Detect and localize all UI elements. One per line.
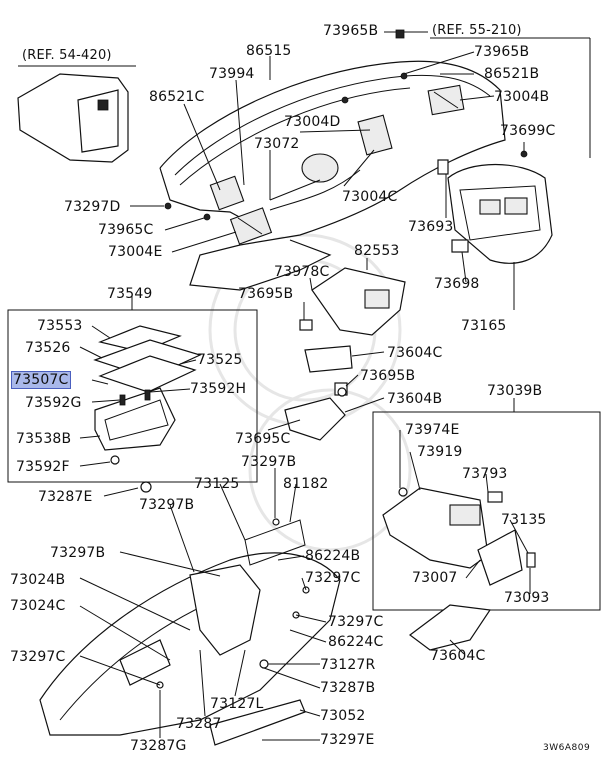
part-label-73004E: 73004E — [108, 244, 163, 260]
part-label-73604C: 73604C — [387, 345, 443, 361]
part-label-73965C: 73965C — [98, 222, 154, 238]
part-label-73525: 73525 — [197, 352, 243, 368]
lower-dash — [39, 518, 341, 746]
leader-lines — [79, 31, 531, 741]
part-label-73127R: 73127R — [320, 657, 376, 673]
part-label-73007: 73007 — [412, 570, 458, 586]
part-label-73549: 73549 — [107, 286, 153, 302]
part-label-73052: 73052 — [320, 708, 366, 724]
part-label-73297B: 73297B — [50, 545, 106, 561]
center-brackets — [284, 319, 353, 441]
part-label-73072: 73072 — [254, 136, 300, 152]
part-label-73297B: 73297B — [139, 497, 195, 513]
part-label-86521C: 86521C — [149, 89, 205, 105]
part-label-73592F: 73592F — [16, 459, 70, 475]
part-label-73165: 73165 — [461, 318, 507, 334]
ref-54-420-inset — [17, 65, 136, 163]
part-label-86224B: 86224B — [305, 548, 361, 564]
ref-54-420-label: (REF. 54-420) — [22, 48, 112, 63]
part-label-73538B: 73538B — [16, 431, 72, 447]
part-label-73297C: 73297C — [10, 649, 66, 665]
part-label-73125: 73125 — [194, 476, 240, 492]
part-label-73919: 73919 — [417, 444, 463, 460]
part-label-86521B: 86521B — [484, 66, 540, 82]
part-label-73698: 73698 — [434, 276, 480, 292]
part-label-73965B: 73965B — [323, 23, 379, 39]
part-label-73297C: 73297C — [328, 614, 384, 630]
part-label-81182: 81182 — [283, 476, 329, 492]
part-label-73695C: 73695C — [235, 431, 291, 447]
part-label-73024B: 73024B — [10, 572, 66, 588]
assembly-73549 — [93, 325, 202, 465]
part-label-73135: 73135 — [501, 512, 547, 528]
part-label-73004D: 73004D — [284, 114, 341, 130]
part-label-73297D: 73297D — [64, 199, 121, 215]
part-label-73127L: 73127L — [210, 696, 264, 712]
part-label-73024C: 73024C — [10, 598, 66, 614]
part-label-73695B: 73695B — [360, 368, 416, 384]
part-label-73693: 73693 — [408, 219, 454, 235]
part-label-73287: 73287 — [176, 716, 222, 732]
part-label-73297C: 73297C — [305, 570, 361, 586]
part-label-73297E: 73297E — [320, 732, 375, 748]
part-label-73039B: 73039B — [487, 383, 543, 399]
vents — [209, 84, 465, 245]
cluster-73165 — [447, 164, 553, 264]
part-label-73526: 73526 — [25, 340, 71, 356]
part-label-73592H: 73592H — [190, 381, 247, 397]
diagram-code: 3W6A809 — [543, 743, 591, 753]
center-console-73039B — [382, 487, 536, 586]
part-label-73287G: 73287G — [130, 738, 187, 754]
part-label-73287E: 73287E — [38, 489, 93, 505]
part-label-73287B: 73287B — [320, 680, 376, 696]
part-label-86224C: 86224C — [328, 634, 384, 650]
panel-82553 — [311, 267, 406, 336]
part-label-73004C: 73004C — [342, 189, 398, 205]
part-label-73974E: 73974E — [405, 422, 460, 438]
bracket-73604C — [409, 604, 492, 651]
part-label-73793: 73793 — [462, 466, 508, 482]
part-label-73994: 73994 — [209, 66, 255, 82]
part-label-86515: 86515 — [246, 43, 292, 59]
part-label-73695B: 73695B — [238, 286, 294, 302]
part-label-73699C: 73699C — [500, 123, 556, 139]
part-label-73965B: 73965B — [474, 44, 530, 60]
part-label-73297B: 73297B — [241, 454, 297, 470]
part-label-73978C: 73978C — [274, 264, 330, 280]
part-label-73004B: 73004B — [494, 89, 550, 105]
part-label-73604B: 73604B — [387, 391, 443, 407]
part-label-73604C: 73604C — [430, 648, 486, 664]
part-label-73592G: 73592G — [25, 395, 82, 411]
part-label-73093: 73093 — [504, 590, 550, 606]
part-label-73553: 73553 — [37, 318, 83, 334]
part-label-73507C-highlighted: 73507C — [11, 371, 71, 389]
part-label-82553: 82553 — [354, 243, 400, 259]
ref-55-210-label: (REF. 55-210) — [432, 23, 522, 38]
